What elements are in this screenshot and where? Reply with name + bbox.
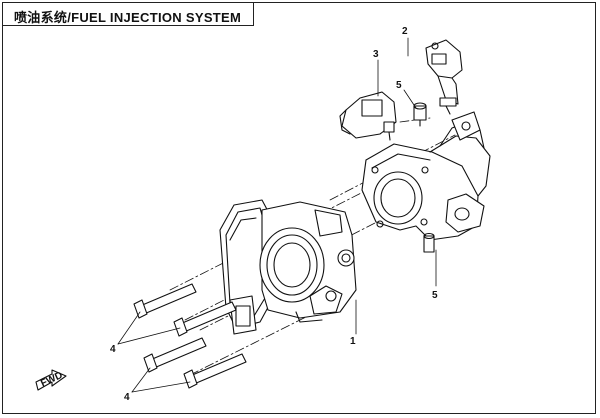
drawing-frame bbox=[2, 2, 596, 414]
page-title: 喷油系统/FUEL INJECTION SYSTEM bbox=[14, 10, 242, 25]
callout-3: 3 bbox=[373, 49, 379, 60]
callout-5-upper: 5 bbox=[396, 80, 402, 91]
throttle-body bbox=[219, 199, 357, 335]
leader-lines bbox=[117, 37, 437, 393]
callout-5-lower: 5 bbox=[432, 290, 438, 301]
front-arrow-icon bbox=[35, 369, 67, 391]
map-sensor bbox=[339, 91, 397, 141]
callout-4-lower: 4 bbox=[124, 392, 130, 403]
title-box: 喷油系统/FUEL INJECTION SYSTEM bbox=[2, 2, 254, 26]
front-arrow-label: FWD bbox=[39, 370, 64, 390]
small-bolt-upper bbox=[413, 102, 427, 127]
callout-4-upper: 4 bbox=[110, 344, 116, 355]
long-bolts bbox=[133, 283, 247, 389]
callout-1: 1 bbox=[350, 336, 356, 347]
intake-manifold bbox=[361, 111, 491, 253]
callout-2: 2 bbox=[402, 26, 408, 37]
fuel-injector bbox=[425, 39, 463, 115]
